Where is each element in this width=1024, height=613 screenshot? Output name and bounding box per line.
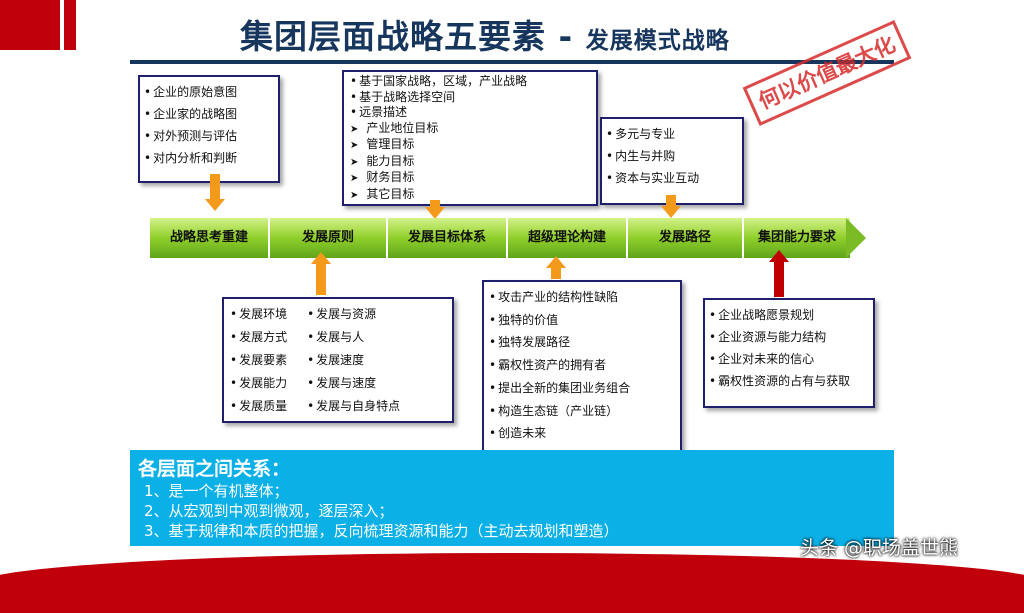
arrow-down-icon: [425, 207, 445, 219]
list-item: 发展环境: [230, 303, 287, 326]
list-item: 其它目标: [350, 187, 590, 204]
arrow-down-stem: [430, 200, 440, 208]
box-strategic-thinking: 企业的原始意图 企业家的战略图 对外预测与评估 对内分析和判断: [138, 75, 280, 183]
stage-goals: 发展目标体系: [388, 218, 508, 258]
list-item: 财务目标: [350, 170, 590, 187]
arrow-up-stem: [551, 267, 561, 279]
stage-band: [150, 218, 850, 258]
list-item: 远景描述: [350, 105, 590, 121]
list-item: 对内分析和判断: [144, 147, 274, 169]
list-item: 创造未来: [489, 422, 675, 445]
stage-path: 发展路径: [628, 218, 744, 258]
relations-item: 2、从宏观到中观到微观，逐层深入；: [144, 502, 394, 520]
list-item: 资本与实业互动: [606, 167, 738, 189]
list-item: 产业地位目标: [350, 121, 590, 138]
relations-item: 1、是一个有机整体；: [144, 482, 289, 500]
list-item: 发展与人: [307, 326, 400, 349]
corner-red-stripe: [64, 0, 76, 50]
slide-title: 集团层面战略五要素 - 发展模式战略: [240, 10, 800, 56]
stage-band-arrow-tip: [846, 218, 866, 258]
stage-principles: 发展原则: [270, 218, 388, 258]
relations-item: 3、基于规律和本质的把握，反向梳理资源和能力（主动去规划和塑造）: [144, 522, 619, 540]
list-item: 内生与并购: [606, 145, 738, 167]
box-development-goals: 基于国家战略，区域，产业战略 基于战略选择空间 远景描述 产业地位目标 管理目标…: [342, 70, 598, 206]
list-item: 发展方式: [230, 326, 287, 349]
arrow-up-icon: [311, 252, 331, 264]
arrow-up-stem: [316, 263, 326, 295]
arrow-up-icon: [546, 256, 566, 268]
title-sub: 发展模式战略: [585, 28, 730, 54]
title-sep: -: [546, 17, 586, 56]
stage-capability: 集团能力要求: [757, 230, 836, 245]
list-item: 对外预测与评估: [144, 125, 274, 147]
list-item: 企业对未来的信心: [709, 348, 869, 370]
list-item: 发展能力: [230, 372, 287, 395]
list-item: 发展与资源: [307, 303, 400, 326]
arrow-up-stem: [774, 261, 784, 297]
arrow-down-stem: [210, 174, 220, 200]
list-item: 管理目标: [350, 137, 590, 154]
stage-theory: 超级理论构建: [508, 218, 628, 258]
list-item: 企业的原始意图: [144, 81, 274, 103]
arrow-down-icon: [205, 199, 225, 211]
list-item: 企业资源与能力结构: [709, 326, 869, 348]
list-item: 攻击产业的结构性缺陷: [489, 286, 675, 309]
box-group-capability: 企业战略愿景规划 企业资源与能力结构 企业对未来的信心 霸权性资源的占有与获取: [703, 298, 875, 408]
list-item: 发展与速度: [307, 372, 400, 395]
relations-panel: [130, 450, 894, 546]
box-development-path: 多元与专业 内生与并购 资本与实业互动: [600, 117, 744, 205]
list-item: 提出全新的集团业务组合: [489, 377, 675, 400]
corner-red-block: [0, 0, 60, 50]
arrow-up-icon: [769, 250, 789, 262]
list-item: 发展速度: [307, 349, 400, 372]
arrow-down-icon: [661, 206, 681, 218]
list-item: 霸权性资源的占有与获取: [709, 370, 869, 392]
watermark: 头条 @职场盖世熊: [800, 537, 959, 559]
list-item: 独特发展路径: [489, 331, 675, 354]
list-item: 能力目标: [350, 154, 590, 171]
bottom-red-curve: [0, 553, 1024, 613]
list-item: 基于战略选择空间: [350, 90, 590, 106]
list-item: 企业家的战略图: [144, 103, 274, 125]
list-item: 霸权性资产的拥有者: [489, 354, 675, 377]
list-item: 独特的价值: [489, 309, 675, 332]
title-main: 集团层面战略五要素: [240, 17, 546, 56]
list-item: 构造生态链（产业链）: [489, 400, 675, 423]
list-item: 发展质量: [230, 395, 287, 418]
arrow-down-stem: [666, 195, 676, 207]
box-super-theory: 攻击产业的结构性缺陷 独特的价值 独特发展路径 霸权性资产的拥有者 提出全新的集…: [482, 280, 682, 456]
box-development-principles: 发展环境 发展方式 发展要素 发展能力 发展质量 发展与资源 发展与人 发展速度…: [222, 297, 454, 423]
relations-title: 各层面之间关系：: [138, 458, 291, 480]
list-item: 基于国家战略，区域，产业战略: [350, 74, 590, 90]
title-underline: [130, 60, 894, 64]
stage-strategic-thinking: 战略思考重建: [150, 218, 270, 258]
list-item: 企业战略愿景规划: [709, 304, 869, 326]
list-item: 发展与自身特点: [307, 395, 400, 418]
list-item: 多元与专业: [606, 123, 738, 145]
list-item: 发展要素: [230, 349, 287, 372]
